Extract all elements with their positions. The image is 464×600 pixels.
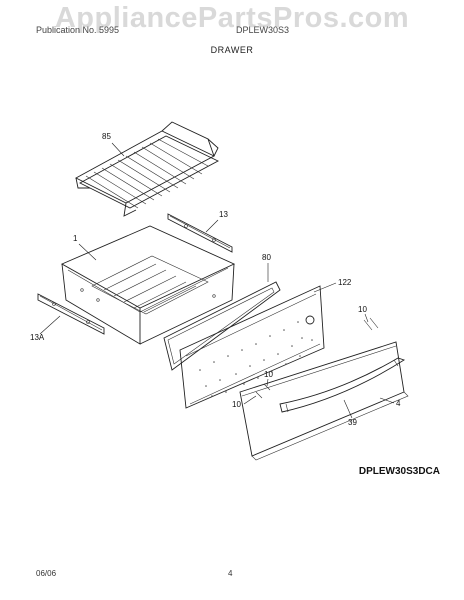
label-handle: 39 <box>348 418 357 427</box>
footer-page-number: 4 <box>228 569 233 578</box>
label-rear-slide: 13 <box>219 210 228 219</box>
leader-screw-center-left <box>243 395 257 405</box>
footer-date: 06/06 <box>36 569 57 578</box>
leader-inner-panel <box>313 282 337 293</box>
label-left-slide: 13A <box>30 333 45 342</box>
label-drawer-pan: 1 <box>73 234 78 243</box>
rack-85 <box>75 121 219 217</box>
label-gasket: 80 <box>262 253 271 262</box>
drawer-front-4 <box>239 341 409 461</box>
label-inner-panel: 122 <box>338 278 352 287</box>
handle-39 <box>279 357 406 413</box>
leader-left-slide <box>39 315 61 335</box>
leader-rear-slide <box>205 219 219 233</box>
label-screw-right: 10 <box>358 305 367 314</box>
watermark: AppliancePartsPros.com <box>54 2 410 34</box>
model-code: DPLEW30S3DCA <box>358 466 440 477</box>
inner-panel-122 <box>179 285 325 409</box>
label-drawer-front: 4 <box>396 399 401 408</box>
label-screw-center-top: 10 <box>264 370 273 379</box>
header-model: DPLEW30S3 <box>236 25 290 35</box>
leader-drawer-front <box>379 397 395 404</box>
leader-drawer-pan <box>78 243 97 261</box>
gasket-80 <box>163 281 281 371</box>
leader-rack <box>111 142 125 157</box>
leader-handle <box>343 399 353 419</box>
label-rack: 85 <box>102 132 111 141</box>
label-screw-center-left: 10 <box>232 400 241 409</box>
header-publication: Publication No. 5995 <box>36 25 120 35</box>
rear-slide-13 <box>167 213 233 253</box>
drawer-pan-1 <box>60 225 236 345</box>
leader-screw-right <box>364 313 369 323</box>
section-title: DRAWER <box>210 45 254 55</box>
left-slide-13A <box>37 293 105 335</box>
screws-10 <box>255 317 379 399</box>
leader-screw-center-top <box>266 378 269 387</box>
